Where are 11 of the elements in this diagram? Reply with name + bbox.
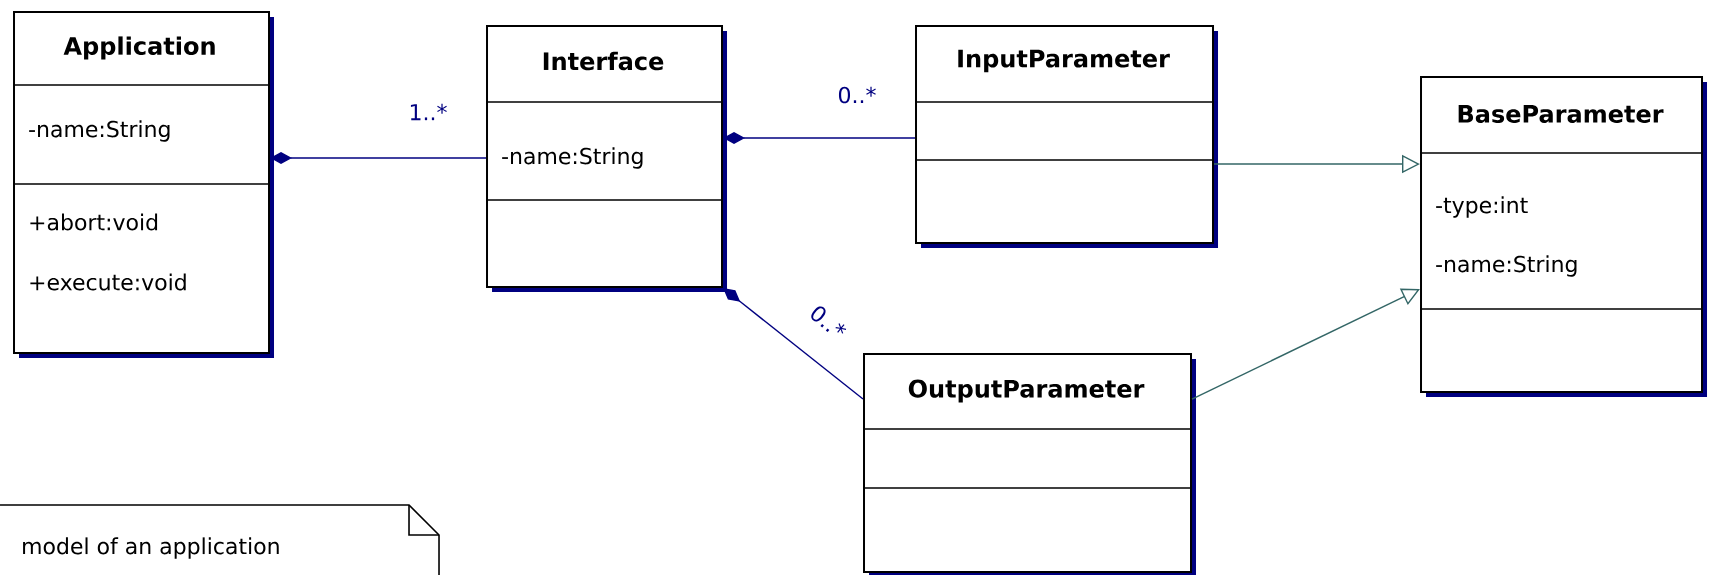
connector bbox=[723, 288, 864, 400]
multiplicity-label: 1..* bbox=[406, 101, 450, 123]
multiplicity-label: 0..* bbox=[804, 300, 852, 344]
note-box: model of an application bbox=[0, 504, 440, 575]
class-box: OutputParameter bbox=[862, 353, 1196, 575]
class-box: Interface -name:String bbox=[485, 25, 727, 292]
multiplicity-label: 0..* bbox=[835, 84, 879, 106]
connector bbox=[1191, 288, 1420, 400]
class-box: BaseParameter -type:int -name:String bbox=[1419, 76, 1707, 397]
class-box: Application -name:String +abort:void +execute:void bbox=[12, 11, 274, 358]
class-box: InputParameter bbox=[914, 25, 1218, 248]
